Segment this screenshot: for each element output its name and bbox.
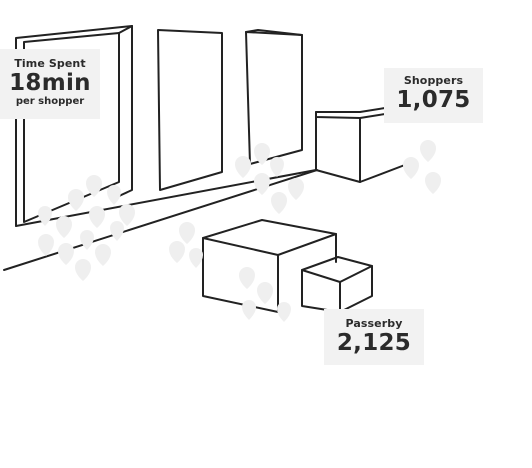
pin — [95, 244, 111, 266]
shoppers-card: Shoppers 1,075 — [384, 68, 483, 123]
shoppers-value: 1,075 — [396, 87, 471, 113]
shopper-pins — [38, 140, 441, 322]
window-right — [245, 29, 303, 165]
pin — [271, 192, 287, 214]
pin — [110, 221, 124, 241]
pin — [179, 222, 195, 244]
pin — [403, 157, 419, 179]
window-middle — [157, 29, 223, 191]
pin — [68, 189, 84, 211]
passerby-label: Passerby — [345, 317, 403, 330]
pin — [107, 185, 121, 205]
pin — [270, 157, 284, 177]
pin — [38, 234, 54, 256]
pin — [254, 173, 270, 195]
passerby-card: Passerby 2,125 — [324, 309, 424, 365]
pin — [257, 282, 273, 304]
pin — [75, 259, 91, 281]
pin — [239, 267, 255, 289]
time-spent-label: Time Spent — [14, 57, 86, 70]
shoppers-label: Shoppers — [403, 74, 464, 87]
pin — [169, 241, 185, 263]
pin — [56, 216, 72, 238]
pin — [242, 300, 256, 320]
time-spent-card: Time Spent 18min per shopper — [0, 49, 100, 119]
pin — [235, 156, 251, 178]
pin — [288, 178, 304, 200]
time-spent-sub: per shopper — [15, 96, 85, 107]
pin — [119, 204, 135, 226]
pin — [89, 206, 105, 228]
passerby-value: 2,125 — [336, 330, 412, 356]
pin — [38, 206, 52, 226]
pin — [80, 230, 94, 250]
time-spent-value: 18min — [9, 70, 91, 96]
pin — [58, 243, 74, 265]
pin — [254, 143, 270, 165]
pin — [420, 140, 436, 162]
pin — [277, 302, 291, 322]
pin — [189, 248, 203, 268]
pin — [86, 175, 102, 197]
display-table-small — [301, 256, 373, 313]
pin — [425, 172, 441, 194]
